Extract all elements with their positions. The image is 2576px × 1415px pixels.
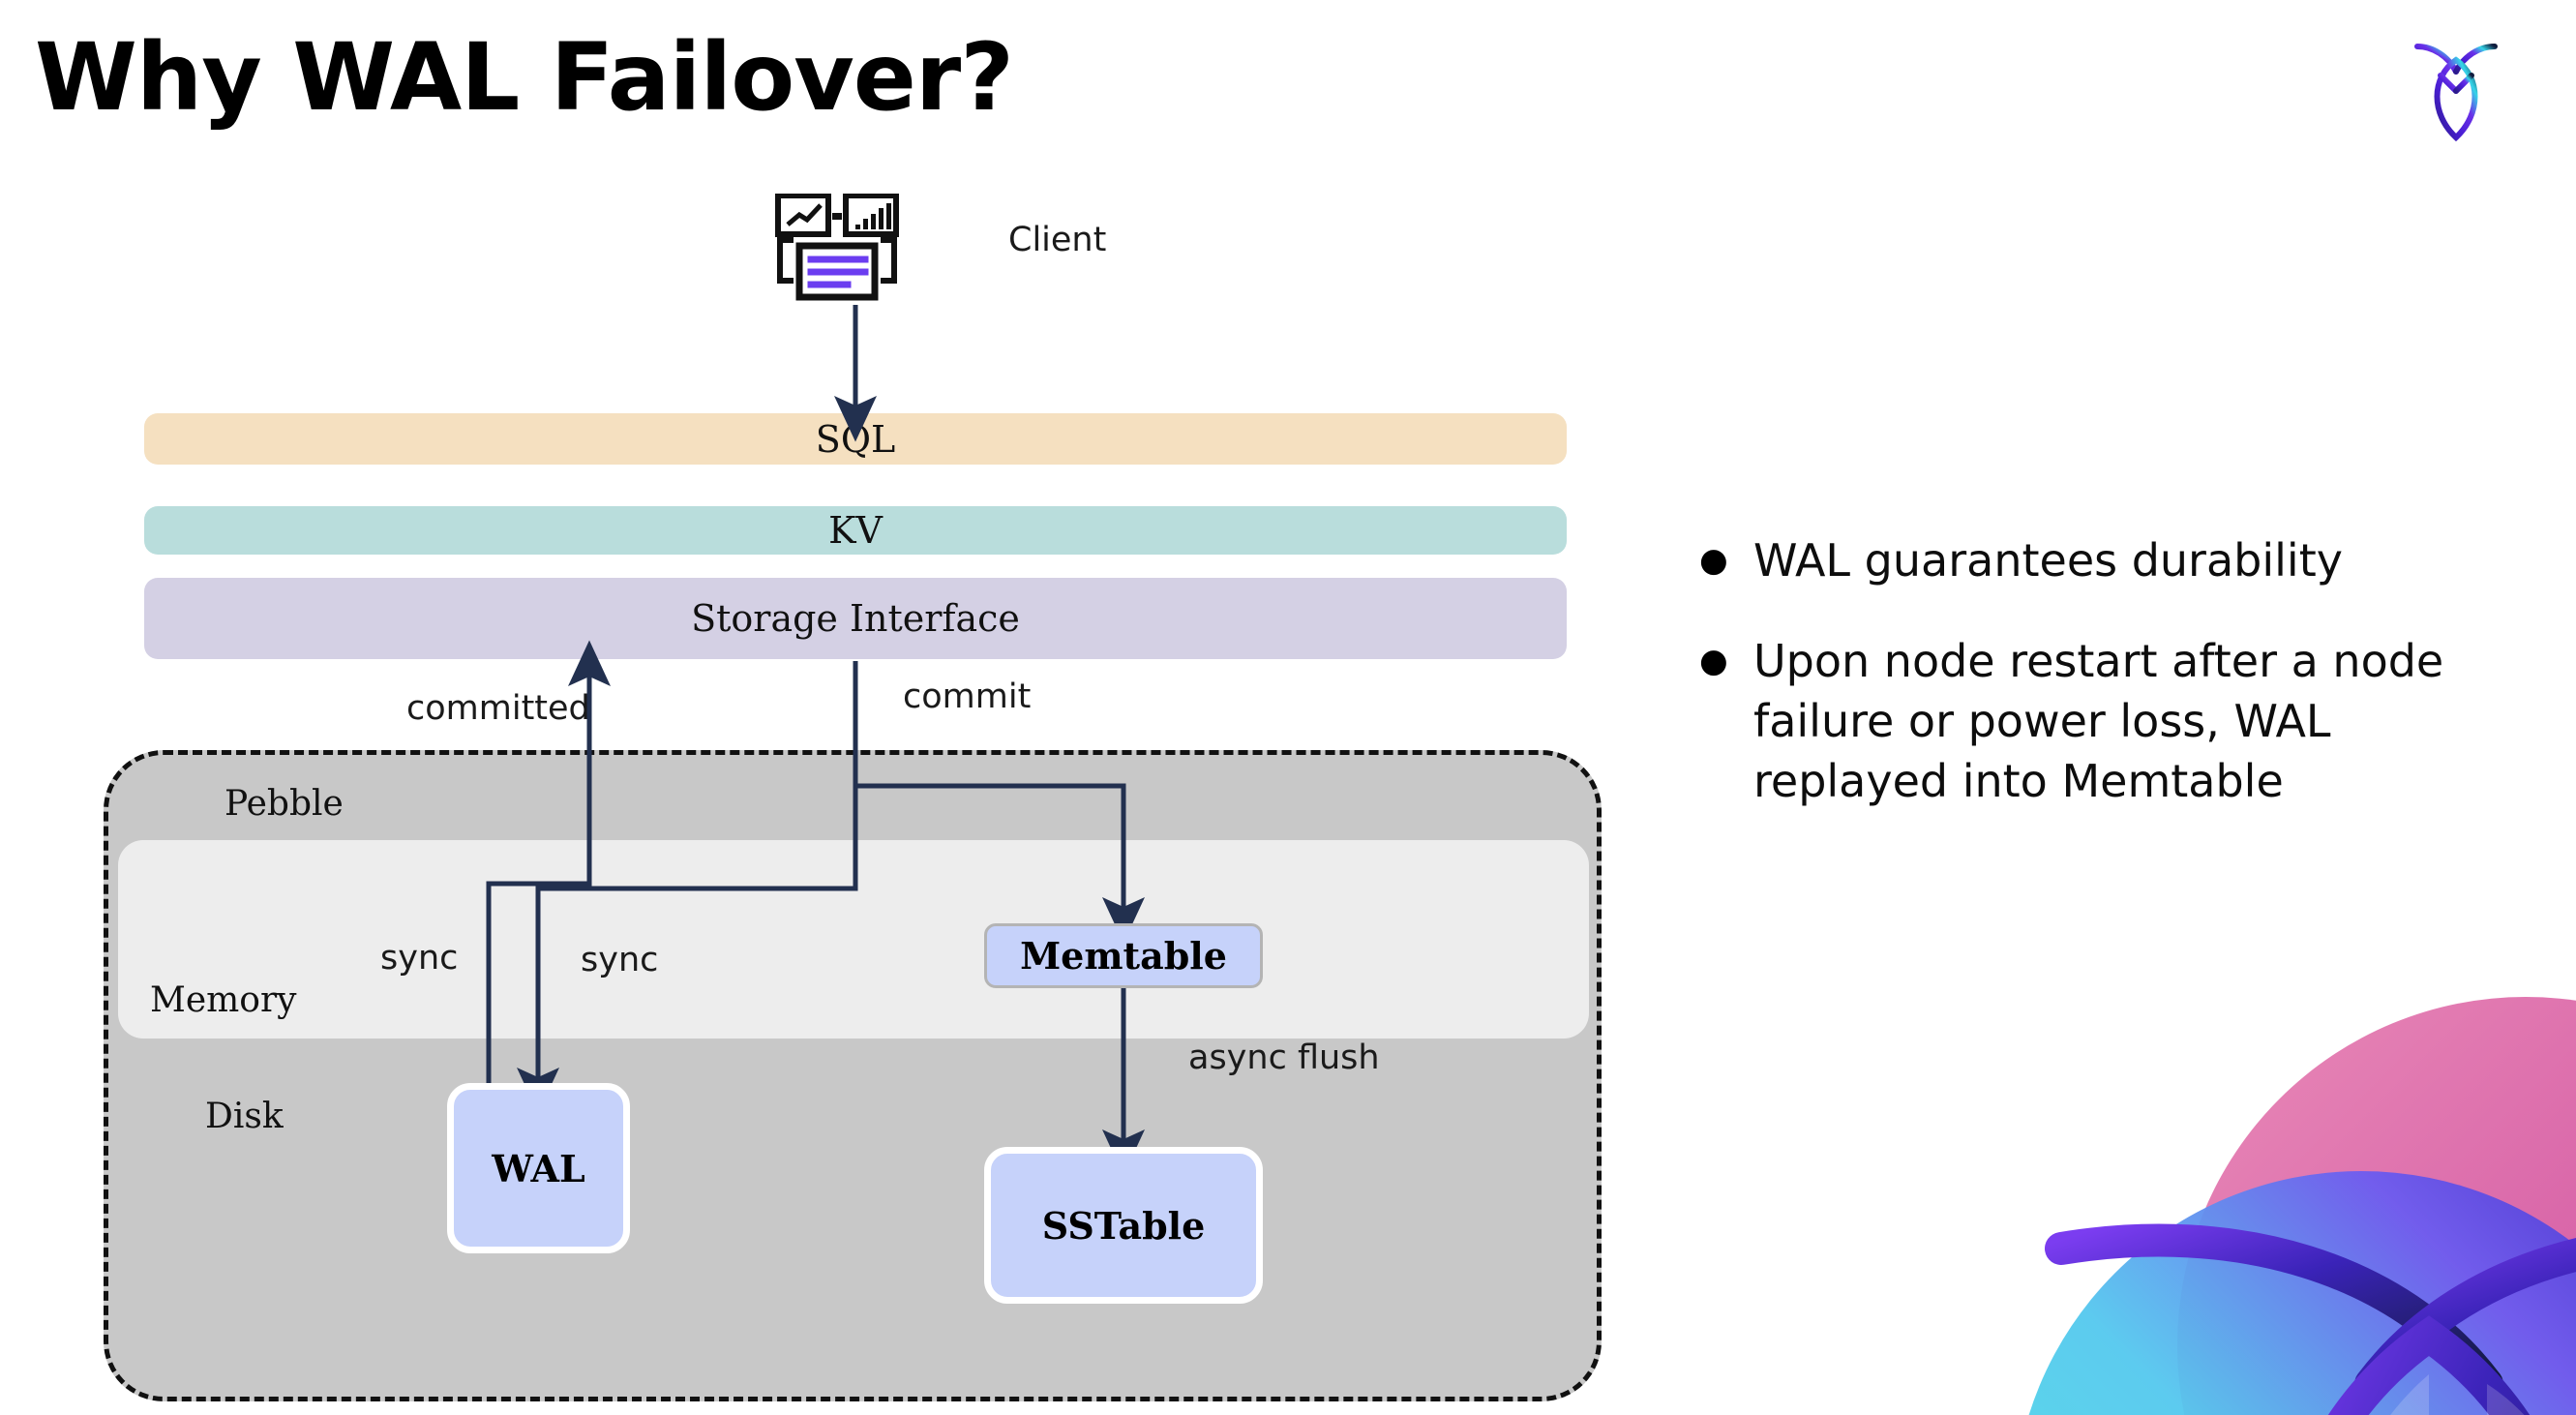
- list-item: ● Upon node restart after a node failure…: [1699, 631, 2512, 811]
- pebble-label: Pebble: [225, 784, 344, 824]
- layer-label-kv: KV: [828, 509, 883, 552]
- client-icon: [774, 193, 939, 310]
- client-label: Client: [1008, 221, 1107, 259]
- layer-bar-storage: Storage Interface: [144, 578, 1567, 659]
- page-title: Why WAL Failover?: [35, 23, 1014, 132]
- edge-label-committed: committed: [406, 689, 590, 728]
- layer-bar-sql: SQL: [144, 413, 1567, 465]
- edge-label-async-flush: async flush: [1188, 1039, 1380, 1077]
- bullet-text: WAL guarantees durability: [1753, 534, 2343, 587]
- node-label-wal: WAL: [492, 1146, 585, 1190]
- node-memtable: Memtable: [984, 923, 1263, 988]
- layer-label-sql: SQL: [815, 417, 896, 461]
- cockroachdb-logo: [2411, 31, 2501, 143]
- edge-label-sync-right: sync: [581, 941, 659, 979]
- bullet-text: Upon node restart after a node failure o…: [1753, 635, 2444, 807]
- layer-bar-kv: KV: [144, 506, 1567, 555]
- edge-label-commit: commit: [903, 677, 1032, 716]
- node-wal: WAL: [447, 1083, 630, 1253]
- bullet-marker-icon: ●: [1699, 541, 1728, 580]
- layer-label-storage: Storage Interface: [691, 597, 1020, 640]
- node-sstable: SSTable: [984, 1147, 1263, 1304]
- memory-label: Memory: [150, 980, 297, 1020]
- list-item: ● WAL guarantees durability: [1699, 530, 2512, 590]
- bullet-marker-icon: ●: [1699, 642, 1728, 680]
- disk-label: Disk: [205, 1097, 284, 1136]
- edge-label-sync-left: sync: [380, 939, 459, 978]
- node-label-memtable: Memtable: [1020, 934, 1227, 978]
- decorative-logo-watermark: [1945, 929, 2576, 1415]
- memory-region: [118, 840, 1589, 1039]
- node-label-sstable: SSTable: [1041, 1203, 1206, 1248]
- bullet-list: ● WAL guarantees durability ● Upon node …: [1699, 530, 2512, 852]
